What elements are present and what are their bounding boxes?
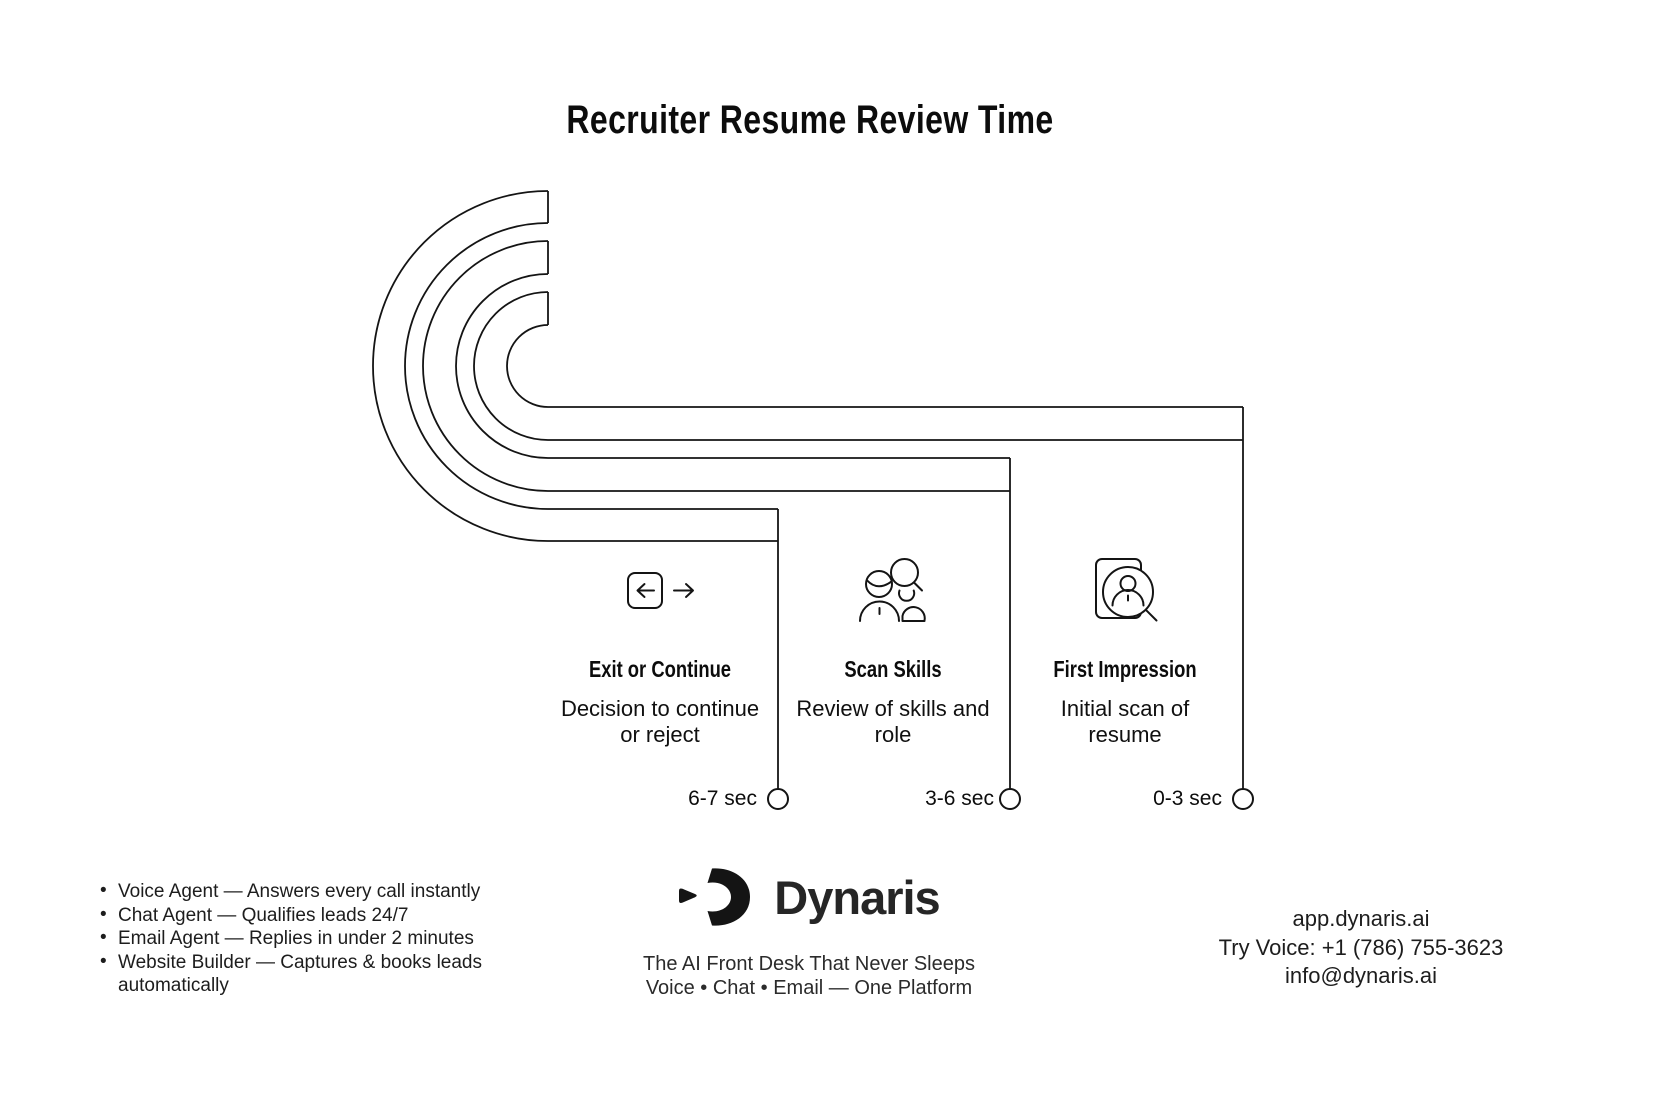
contact-phone: Try Voice: +1 (786) 755-3623	[1218, 934, 1504, 960]
brand-logo-row: Dynaris	[609, 866, 1009, 928]
track-scan-skills	[422, 240, 1011, 789]
stage-first-impression: First Impression Initial scan of resume	[995, 550, 1255, 760]
feature-list: • Voice Agent — Answers every call insta…	[96, 880, 526, 998]
milestone-circle	[767, 788, 789, 810]
brand-name: Dynaris	[774, 870, 940, 924]
stage-description-line2: resume	[1088, 722, 1162, 747]
list-item: • Website Builder — Captures & books lea…	[96, 951, 526, 975]
feature-text: Chat Agent — Qualifies leads 24/7	[118, 904, 409, 926]
exit-continue-arrows-icon	[627, 572, 694, 609]
bullet-marker: •	[100, 903, 107, 925]
stage-description-line2: role	[874, 722, 912, 747]
bullet-marker: •	[100, 927, 107, 948]
milestone-circle	[999, 788, 1021, 810]
stage-description-line1: Decision to continue	[560, 696, 760, 721]
list-item: • Chat Agent — Qualifies leads 24/7	[96, 904, 526, 928]
contact-website: app.dynaris.ai	[1292, 906, 1430, 931]
stage-title: Exit or Continue	[588, 656, 732, 682]
stage-exit-or-continue: Exit or Continue Decision to continue or…	[530, 550, 790, 760]
track-exit-continue	[372, 190, 779, 789]
feature-text: automatically	[118, 975, 229, 996]
list-item: • Voice Agent — Answers every call insta…	[96, 880, 526, 904]
contact-email: info@dynaris.ai	[1285, 963, 1437, 988]
time-label-exit-or-continue: 6-7 sec	[688, 787, 757, 810]
track-first-impression	[473, 291, 1244, 789]
milestone-circle	[1232, 788, 1254, 810]
stage-title: Scan Skills	[844, 656, 942, 682]
feature-text: Voice Agent — Answers every call instant…	[118, 881, 481, 902]
people-magnifier-icon	[859, 558, 926, 622]
stage-description-line2: or reject	[620, 722, 700, 747]
stage-scan-skills: Scan Skills Review of skills and role	[763, 550, 1023, 760]
feature-text: Email Agent — Replies in under 2 minutes	[118, 928, 474, 949]
bullet-marker: •	[100, 880, 107, 901]
resume-magnifier-icon	[1095, 558, 1158, 622]
feature-text: Website Builder — Captures & books leads	[118, 951, 482, 973]
time-label-first-impression: 0-3 sec	[1153, 787, 1222, 810]
brand-block: Dynaris The AI Front Desk That Never Sle…	[609, 866, 1009, 999]
stage-description-line1: Review of skills and	[796, 696, 990, 721]
timeline-tracks	[372, 190, 1254, 810]
page-title: Recruiter Resume Review Time	[566, 98, 1054, 142]
bullet-marker: •	[100, 950, 107, 972]
stage-title: First Impression	[1053, 656, 1197, 682]
brand-tagline-line1: The AI Front Desk That Never Sleeps	[642, 953, 975, 975]
list-item: • Email Agent — Replies in under 2 minut…	[96, 927, 526, 951]
time-label-scan-skills: 3-6 sec	[925, 787, 994, 810]
list-item-continuation: automatically	[96, 974, 526, 998]
brand-tagline-line2: Voice • Chat • Email — One Platform	[645, 977, 973, 999]
dynaris-logo-icon	[679, 868, 751, 926]
milestone-circles	[767, 788, 1254, 810]
contact-block: app.dynaris.ai Try Voice: +1 (786) 755-3…	[1161, 905, 1561, 991]
stage-description-line1: Initial scan of	[1060, 696, 1190, 721]
